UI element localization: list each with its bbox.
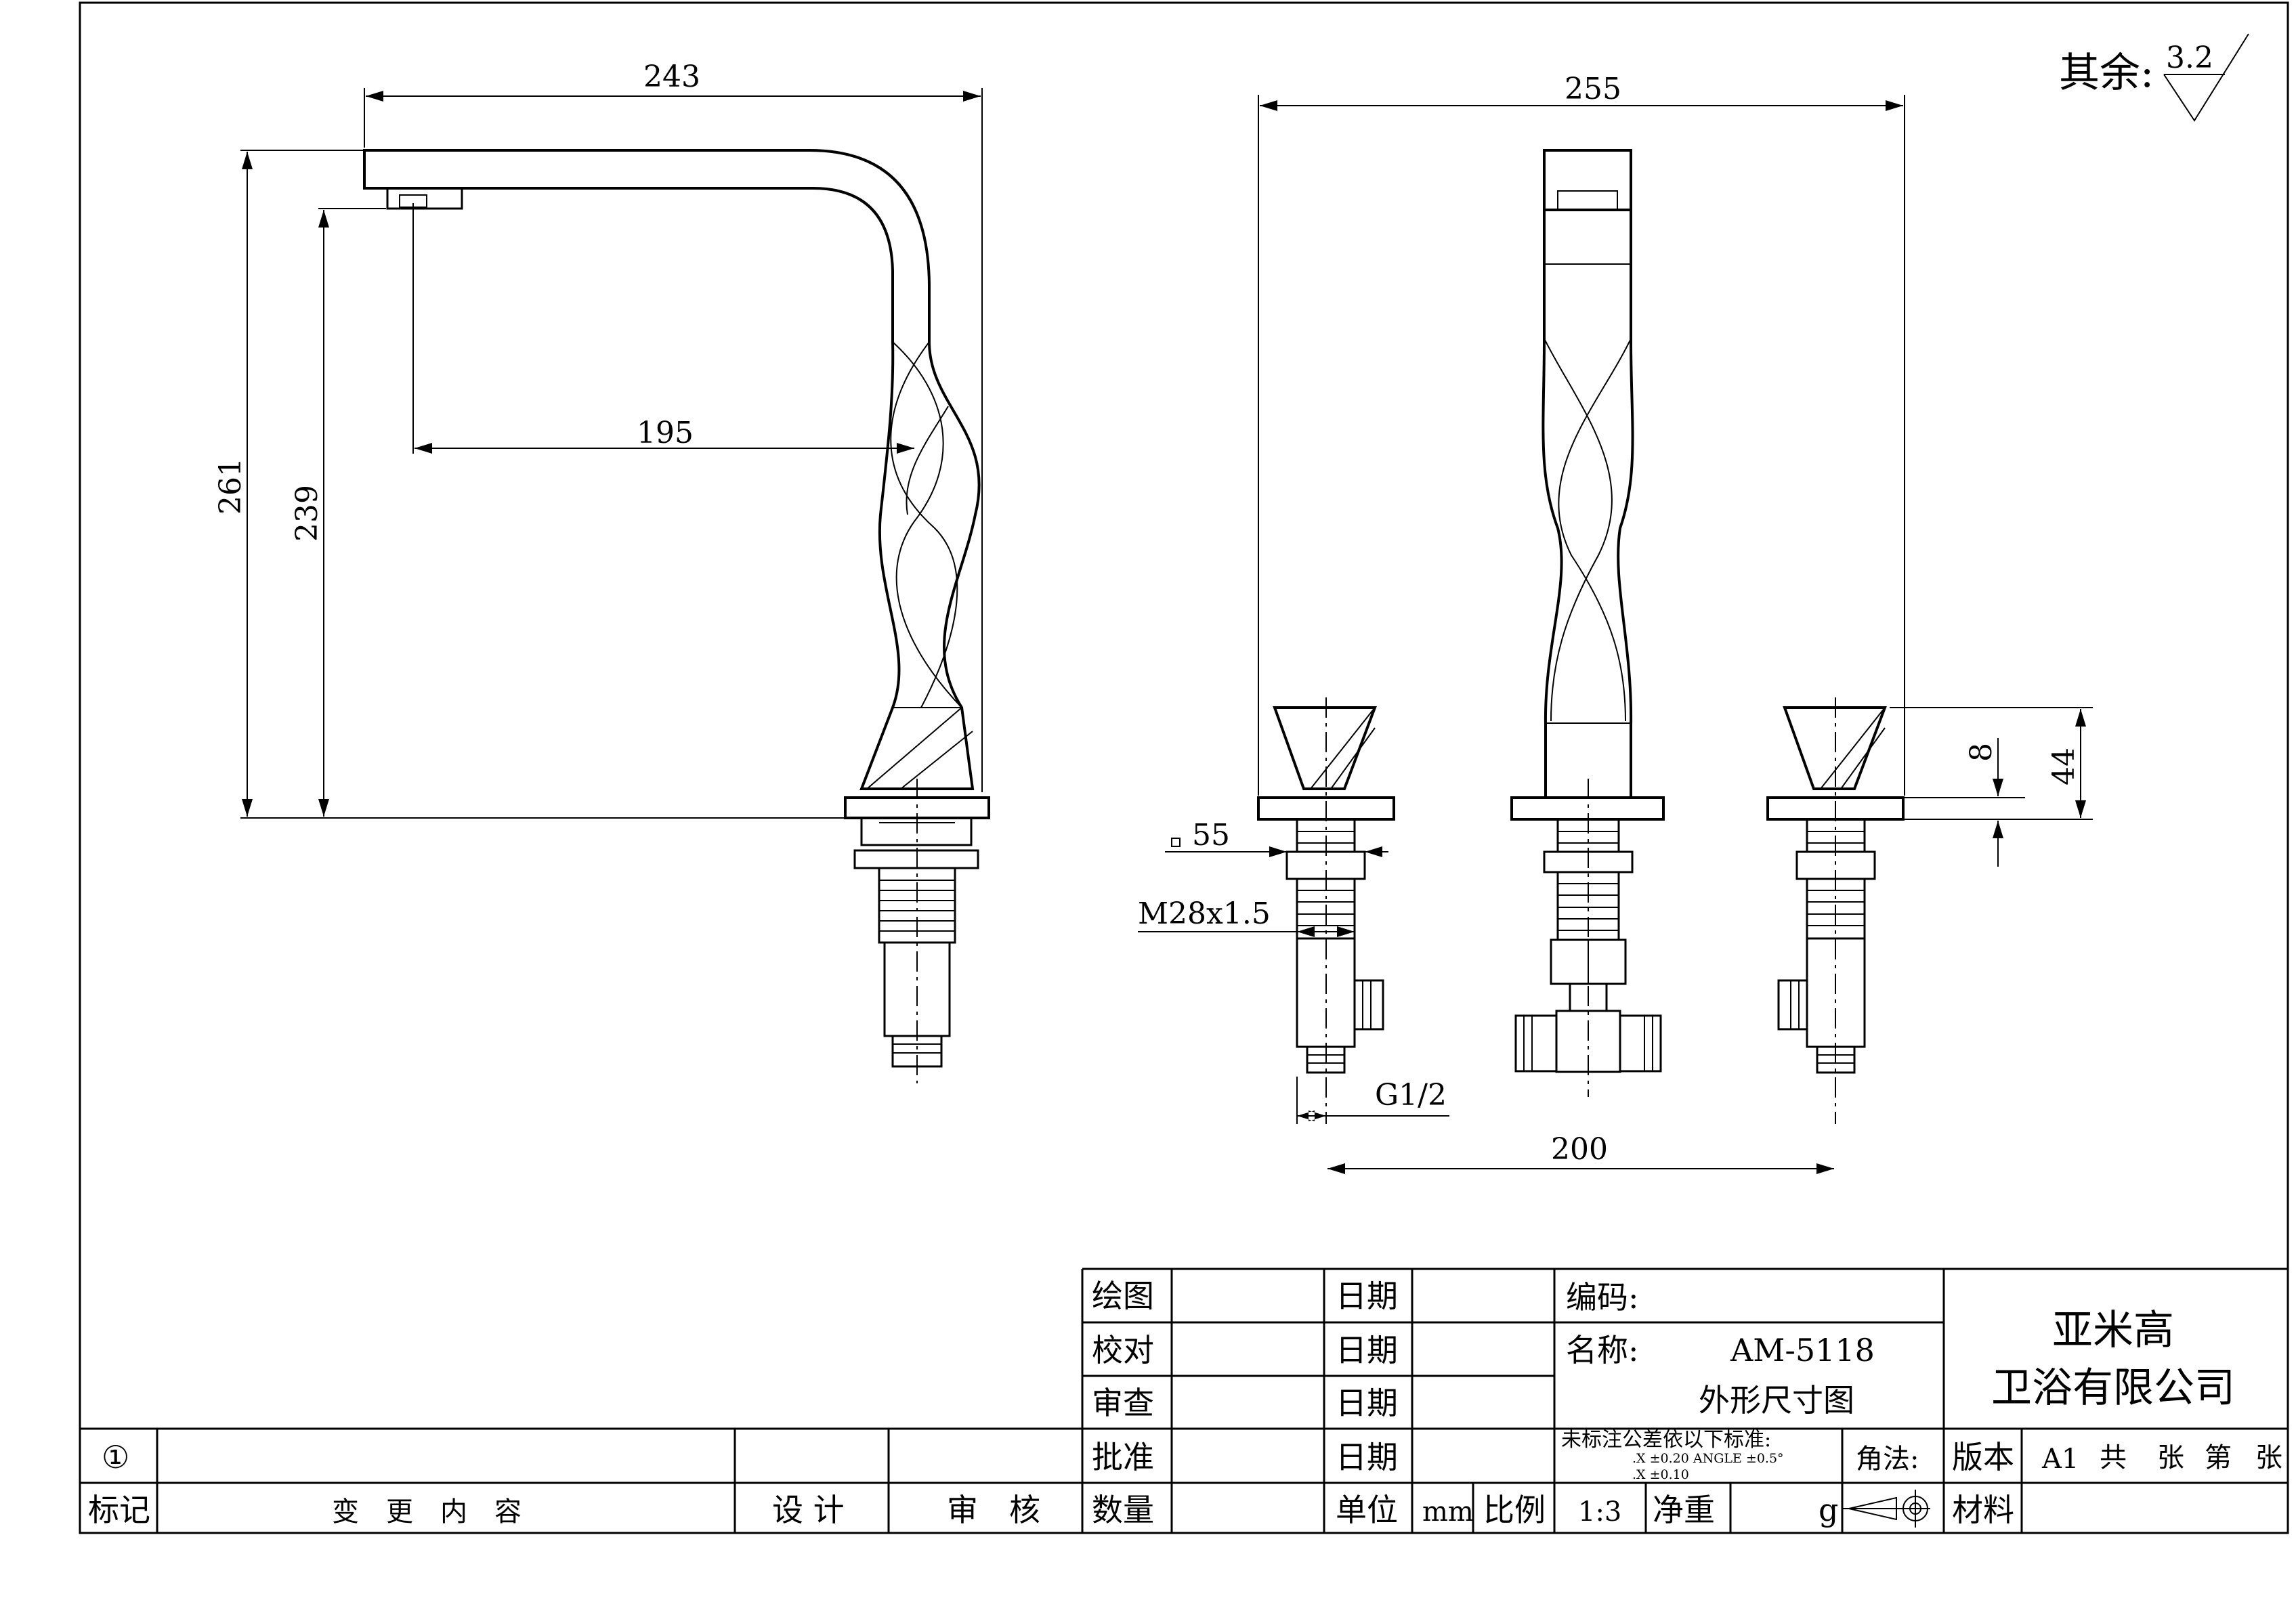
dim-spout-length: 243 (643, 60, 700, 94)
tb-code-label: 编码: (1566, 1279, 1639, 1316)
dim-total-height: 261 (213, 458, 248, 515)
dim-center-distance: 200 (1551, 1132, 1608, 1167)
tb-review: 审查 (1092, 1385, 1154, 1421)
tb-draw: 绘图 (1092, 1278, 1154, 1314)
tb-check: 校对 (1092, 1332, 1154, 1368)
front-view: 255 44 8 55 M28x1.5 G1/2 200 (1138, 72, 2093, 1174)
tb-sheet-unit-b: 张 (2255, 1442, 2282, 1473)
projection-symbol (1842, 1490, 1930, 1528)
dim-outlet-height: 239 (290, 485, 324, 542)
tb-change-content: 变 更 内 容 (332, 1496, 522, 1528)
tb-rev-mark: ① (102, 1439, 129, 1475)
tb-tolerance-title: 未标注公差依以下标准: (1561, 1428, 1771, 1452)
tb-unit: 单位 (1336, 1492, 1398, 1528)
tb-audit: 审 核 (947, 1492, 1040, 1528)
tb-mark: 标记 (88, 1492, 150, 1528)
roughness-value: 3.2 (2166, 41, 2213, 75)
roughness-symbol: 其余: 3.2 (2059, 33, 2249, 122)
tb-sheet-no: 第 (2205, 1442, 2232, 1473)
tb-scale-value: 1:3 (1578, 1496, 1621, 1528)
tb-version: 版本 (1952, 1439, 2014, 1475)
dim-plate-square: 55 (1192, 818, 1230, 852)
left-handle (1257, 697, 1395, 1124)
side-view: 243 195 261 239 (213, 60, 990, 1083)
roughness-label: 其余: (2059, 49, 2154, 97)
tb-weight-unit: g (1819, 1492, 1838, 1528)
center-spout (1510, 149, 1665, 1097)
tb-tol-line1: .X ±0.20 ANGLE ±0.5° (1632, 1451, 1784, 1466)
tb-material: 材料 (1952, 1492, 2014, 1528)
tb-sheet-unit-a: 张 (2157, 1442, 2184, 1473)
dim-outlet-to-center: 195 (637, 416, 694, 450)
tb-name-label: 名称: (1566, 1332, 1639, 1368)
tb-date-2: 日期 (1336, 1332, 1398, 1368)
tb-date-1: 日期 (1336, 1278, 1398, 1314)
right-handle (1766, 697, 1905, 1124)
tb-sheet-total: 共 (2100, 1442, 2127, 1473)
spout-outline (363, 149, 981, 790)
tb-date-3: 日期 (1336, 1385, 1398, 1421)
dim-front-width: 255 (1565, 72, 1621, 106)
drawing-frame (79, 1, 2289, 1534)
dim-plate-height: 8 (1964, 743, 1999, 762)
tb-model: AM-5118 (1730, 1332, 1875, 1368)
dim-handle-height: 44 (2047, 748, 2081, 785)
tb-company-line1: 亚米高 (2052, 1307, 2174, 1354)
tb-scale: 比例 (1483, 1492, 1546, 1528)
tb-design: 设 计 (772, 1492, 845, 1528)
tb-drawing-name: 外形尺寸图 (1699, 1382, 1854, 1419)
tb-approve: 批准 (1092, 1439, 1154, 1475)
tb-date-4: 日期 (1336, 1439, 1398, 1475)
dim-thread: M28x1.5 (1138, 896, 1271, 931)
tb-tol-line2: .X ±0.10 (1632, 1467, 1689, 1482)
tb-version-value: A1 (2041, 1444, 2079, 1475)
tb-angle-method: 角法: (1856, 1444, 1919, 1475)
title-block: 绘图 校对 审查 批准 数量 日期 日期 日期 日期 单位 mm 比例 1:3 … (80, 1268, 2288, 1533)
dim-connection: G1/2 (1375, 1078, 1447, 1112)
tb-net-weight: 净重 (1653, 1492, 1715, 1528)
tb-company-line2: 卫浴有限公司 (1991, 1364, 2235, 1412)
tb-quantity: 数量 (1092, 1492, 1154, 1528)
tb-unit-value: mm (1422, 1496, 1474, 1528)
